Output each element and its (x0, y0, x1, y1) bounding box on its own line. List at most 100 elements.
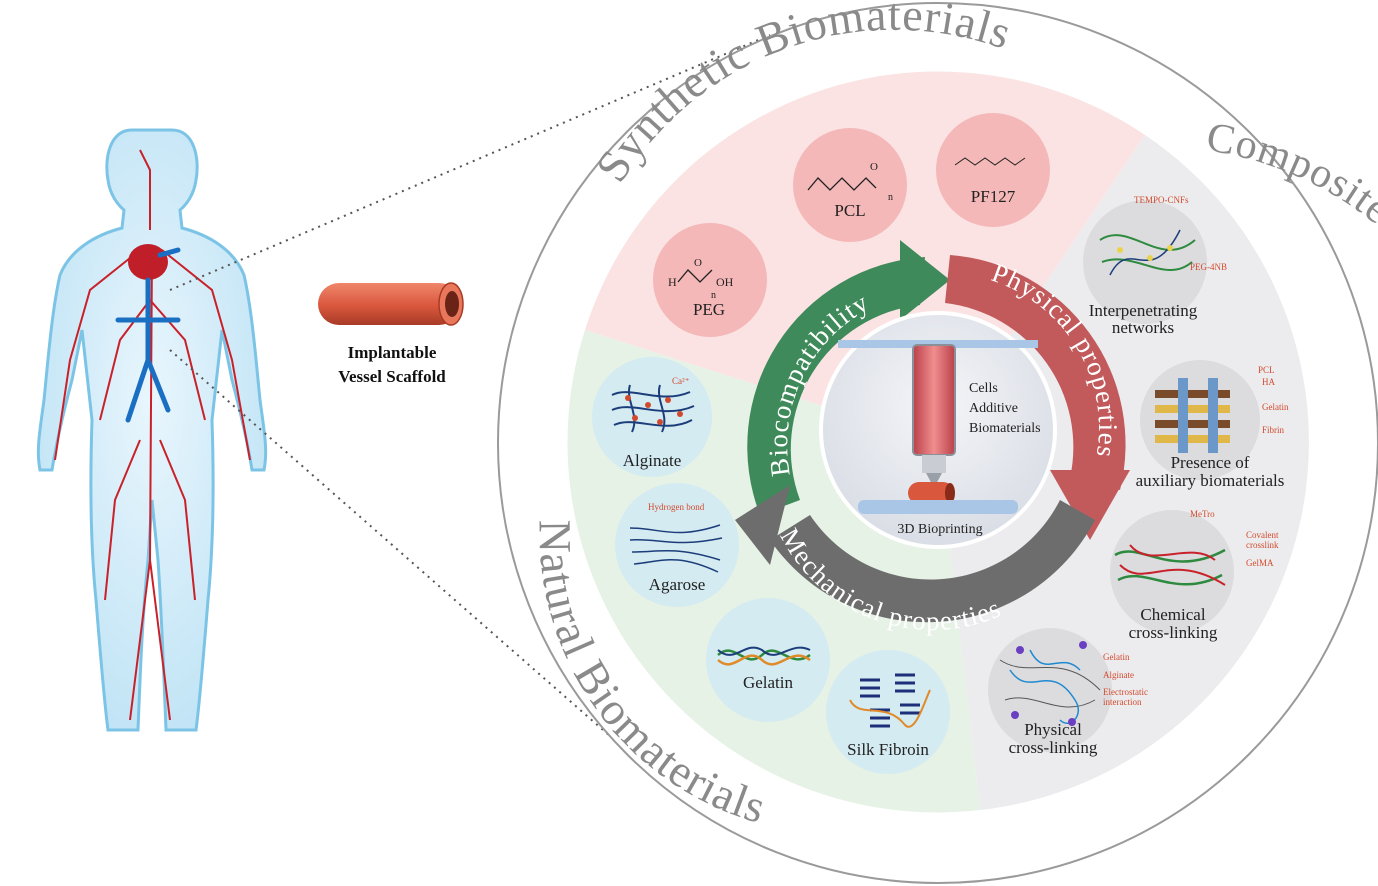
syringe-cap (922, 455, 946, 473)
printed-vessel (908, 482, 954, 504)
pcl-formula-chain (807, 177, 877, 191)
physical-circle (988, 628, 1112, 752)
chemical-green (1114, 548, 1226, 586)
body-silhouette (36, 128, 268, 732)
synthetic-items: H O OH n PEG O n PCL PF127 (653, 113, 1050, 337)
peg-formula-chain (677, 269, 713, 283)
physical-note-1: Gelatin (1103, 652, 1130, 662)
chemical-circle (1110, 510, 1234, 634)
interpenetrating-dots (1117, 245, 1173, 261)
peg-formula-n: n (711, 290, 716, 301)
interpenetrating-label-2: networks (1112, 318, 1174, 337)
pf127-item: PF127 (936, 113, 1050, 227)
chemical-red (1119, 544, 1226, 586)
composite-items: TEMPO-CNFs PEG-4NB Interpenetrating netw… (988, 195, 1289, 757)
chemical-label-1: Chemical (1140, 605, 1205, 624)
scaffold-lumen (445, 291, 459, 317)
vein-network (115, 247, 181, 423)
chemical-note-1: MeTro (1190, 509, 1215, 519)
interpenetrating-note-1: TEMPO-CNFs (1134, 195, 1189, 205)
interpenetrating-circle (1083, 200, 1207, 324)
auxiliary-note-2: HA (1262, 377, 1275, 387)
syringe-nozzle (926, 473, 942, 488)
center-line-3: Biomaterials (969, 421, 1041, 436)
peg-formula-oh: OH (716, 275, 734, 289)
pcl-circle (793, 128, 907, 242)
interpenetrating-green (1099, 234, 1196, 272)
chemical-note-2: Covalent (1246, 530, 1279, 540)
pf127-formula-chain (954, 157, 1026, 166)
gelatin-circle (706, 598, 830, 722)
mechanical-arrow (735, 485, 790, 565)
silk-fibroin-strand (849, 689, 931, 728)
agarose-strands (629, 524, 723, 573)
artery-network (54, 149, 251, 721)
heart-shape (128, 244, 168, 280)
printed-vessel-lumen (945, 483, 955, 503)
peg-circle (653, 223, 767, 337)
vessel-scaffold: Implantable Vessel Scaffold (318, 282, 464, 386)
physical-crosslink-item: Gelatin Alginate Electrostatic interacti… (988, 628, 1148, 757)
print-bed (858, 500, 1018, 514)
alginate-label: Alginate (623, 451, 682, 470)
pf127-label: PF127 (971, 187, 1016, 206)
auxiliary-note-3: Gelatin (1262, 402, 1289, 412)
chemical-label-2: cross-linking (1129, 623, 1218, 642)
scaffold-label-line2: Vessel Scaffold (338, 367, 446, 386)
natural-items: Ca²⁺ Alginate Hydrogen bond Agarose Gela… (592, 357, 950, 774)
physical-note-4: interaction (1103, 697, 1142, 707)
gelatin-natural-item: Gelatin (706, 598, 830, 722)
auxiliary-note-1: PCL (1258, 365, 1275, 375)
agarose-label: Agarose (649, 575, 706, 594)
physical-gray (999, 659, 1101, 708)
mechanical-segment (770, 500, 1095, 623)
peg-item: H O OH n PEG (653, 223, 767, 337)
auxiliary-note-4: Fibrin (1262, 425, 1285, 435)
interpenetrating-note-2: PEG-4NB (1190, 262, 1227, 272)
scaffold-label-line1: Implantable (348, 343, 437, 362)
silk-fibroin-item: Silk Fibroin (826, 650, 950, 774)
center-line-1: Cells (969, 381, 998, 396)
gelatin-helix-green (717, 649, 811, 661)
physical-label-1: Physical (1024, 720, 1082, 739)
alginate-network (611, 384, 695, 433)
pcl-item: O n PCL (793, 128, 907, 242)
center-line-2: Additive (969, 401, 1018, 416)
gelatin-label: Gelatin (743, 673, 794, 692)
pcl-label: PCL (834, 201, 865, 220)
gelatin-helix-blue (717, 646, 811, 656)
chemical-crosslink-item: MeTro Covalent crosslink GelMA Chemical … (1110, 509, 1279, 642)
biocompatibility-arrow (900, 240, 950, 320)
auxiliary-label-2: auxiliary biomaterials (1136, 471, 1285, 490)
human-body-figure (36, 128, 268, 732)
pf127-circle (936, 113, 1050, 227)
syringe-barrel (912, 344, 956, 456)
interpenetrating-item: TEMPO-CNFs PEG-4NB Interpenetrating netw… (1083, 195, 1227, 337)
agarose-note: Hydrogen bond (648, 502, 705, 512)
physical-label-2: cross-linking (1009, 738, 1098, 757)
auxiliary-label-1: Presence of (1171, 453, 1250, 472)
pcl-formula-n: n (888, 192, 893, 203)
center-caption: 3D Bioprinting (897, 522, 982, 537)
physical-nodes (1011, 641, 1087, 726)
peg-formula-h: H (668, 275, 677, 289)
physical-segment (945, 255, 1126, 490)
peg-formula-o: O (694, 257, 702, 269)
agarose-item: Hydrogen bond Agarose (615, 483, 739, 607)
center-bioprinting: Cells Additive Biomaterials 3D Bioprinti… (819, 311, 1057, 549)
pcl-formula-o: O (870, 161, 878, 173)
chemical-note-4: GelMA (1246, 558, 1274, 568)
alginate-nodes (625, 395, 683, 425)
physical-note-3: Electrostatic (1103, 687, 1148, 697)
alginate-item: Ca²⁺ Alginate (592, 357, 712, 477)
silk-fibroin-label: Silk Fibroin (847, 740, 929, 759)
scaffold-tube (318, 283, 460, 325)
alginate-circle (592, 357, 712, 477)
alginate-note: Ca²⁺ (672, 376, 690, 386)
gelatin-helix-orange (717, 654, 811, 666)
physical-note-2: Alginate (1103, 670, 1134, 680)
auxiliary-layers (1155, 378, 1230, 453)
auxiliary-item: PCL HA Gelatin Fibrin Presence of auxili… (1136, 360, 1289, 490)
agarose-circle (615, 483, 739, 607)
